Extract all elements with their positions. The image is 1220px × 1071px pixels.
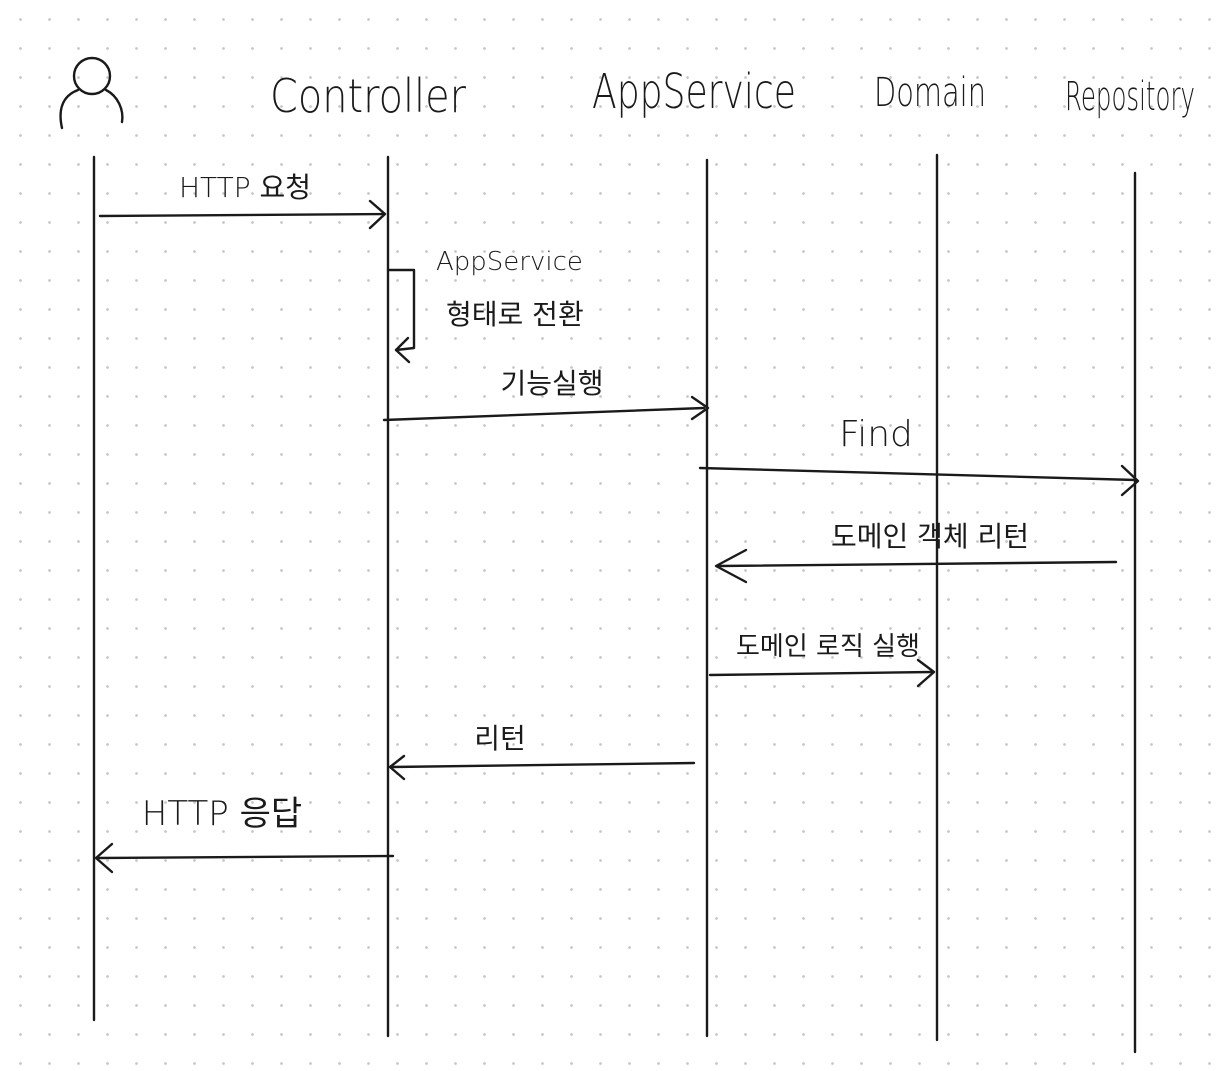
participant-appservice: AppService — [592, 64, 796, 120]
arrow-execute-feature — [382, 395, 710, 422]
arrow-return-domain-object — [714, 548, 1118, 584]
arrow-find — [698, 464, 1140, 497]
participant-domain: Domain — [874, 70, 986, 116]
arrow-self-convert — [386, 268, 416, 364]
participant-repository: Repository — [1065, 74, 1195, 120]
arrow-http-response — [94, 842, 395, 874]
message-label-execute-domain-logic: 도메인 로직 실행 — [736, 632, 920, 662]
arrow-http-request — [98, 199, 387, 230]
message-label-find: Find — [839, 414, 913, 455]
message-label-http-response: HTTP 응답 — [142, 794, 302, 834]
message-label-return: 리턴 — [474, 722, 526, 755]
message-label-execute-feature: 기능실행 — [500, 367, 603, 400]
message-label-convert-1: AppService — [436, 247, 583, 277]
participant-controller: Controller — [270, 69, 466, 123]
message-label-convert-2: 형태로 전환 — [446, 298, 584, 331]
message-label-return-domain-object: 도메인 객체 리턴 — [831, 520, 1029, 553]
arrow-execute-domain-logic — [708, 658, 936, 688]
arrow-return — [388, 754, 696, 781]
message-label-http-request: HTTP 요청 — [179, 171, 311, 204]
person-icon — [59, 56, 124, 130]
